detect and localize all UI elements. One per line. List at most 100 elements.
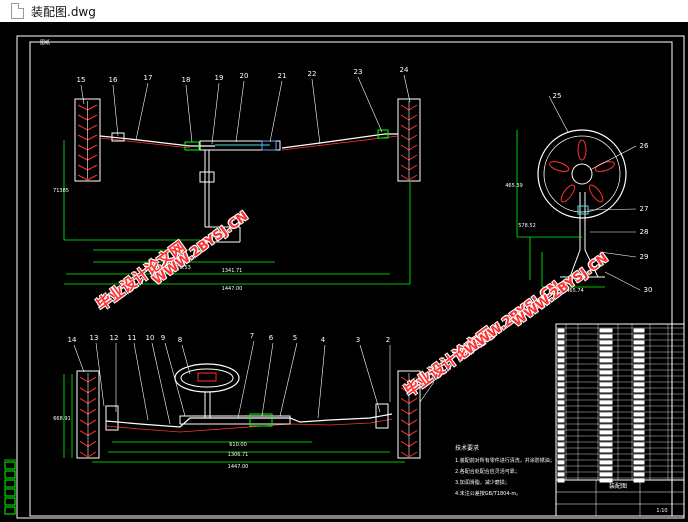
leader-line (73, 344, 85, 373)
table-cell (633, 334, 645, 339)
part-number: 30 (644, 286, 653, 294)
part-number: 8 (178, 336, 182, 344)
table-cell (599, 418, 613, 423)
leader-line (589, 145, 637, 171)
leader-line (80, 84, 85, 105)
tire-tread (408, 419, 418, 426)
table-cell (633, 412, 645, 417)
linkage-centerline (105, 418, 393, 433)
leader-line (279, 342, 298, 417)
gear-box (249, 413, 273, 427)
tire-tread (87, 144, 98, 151)
leader-line (599, 251, 637, 258)
leader-line (548, 95, 569, 133)
steering-wheel-front-inner (180, 368, 234, 388)
table-cell (557, 448, 565, 453)
leader-line (317, 344, 326, 419)
table-cell (633, 388, 645, 393)
table-cell (557, 346, 565, 351)
leader-line (185, 84, 193, 143)
table-cell (599, 460, 613, 465)
tire-tread (77, 134, 88, 141)
table-cell (557, 334, 565, 339)
tire-tread (87, 430, 97, 436)
leader-line (419, 381, 435, 403)
tech-notes-heading: 技术要求 (455, 444, 479, 452)
leader-line (95, 342, 105, 407)
table-cell (557, 418, 565, 423)
table-cell (633, 340, 645, 345)
part-number: 28 (640, 228, 649, 236)
table-cell (557, 466, 565, 471)
rack-housing (199, 140, 281, 151)
tire-tread (400, 451, 410, 458)
wheel-slot (577, 139, 587, 161)
tire-tread (87, 451, 97, 458)
table-cell (633, 358, 645, 363)
dimension-text: 808.53 (173, 265, 191, 271)
tech-notes-line: 3.加润滑脂，减少磨损； (455, 479, 510, 486)
dimension-text: 1341.71 (222, 268, 243, 274)
tire-tread (408, 104, 418, 111)
tire-tread (77, 104, 88, 111)
table-cell (557, 352, 565, 357)
tire-tread (79, 419, 89, 426)
part-number: 3 (356, 336, 360, 344)
part-number: 15 (77, 76, 86, 84)
leader-line (587, 208, 637, 211)
part-number: 1 (430, 373, 434, 381)
leader-line (235, 80, 245, 143)
table-cell (633, 364, 645, 369)
table-cell (599, 346, 613, 351)
table-cell (633, 394, 645, 399)
leader-line (261, 342, 274, 417)
part-number: 14 (68, 336, 77, 344)
tire-tread (400, 124, 410, 131)
part-number: 17 (144, 74, 153, 82)
tire-tread (87, 419, 97, 426)
tire-tread (400, 134, 410, 141)
leader-line (135, 82, 149, 141)
leader-line (311, 78, 321, 145)
table-cell (557, 460, 565, 465)
knuckle (105, 405, 119, 431)
leader-line (403, 74, 411, 103)
column-arm (569, 249, 581, 278)
table-cell (633, 376, 645, 381)
tire-tread (400, 376, 410, 383)
table-cell (599, 364, 613, 369)
legend-box (4, 488, 16, 497)
table-cell (633, 400, 645, 405)
table-cell (599, 454, 613, 459)
part-number: 16 (109, 76, 118, 84)
part-number: 11 (128, 334, 137, 342)
leader-line (357, 76, 383, 133)
part-number: 4 (321, 336, 326, 344)
tech-notes-line: 4.未注公差按GB/T1804-m。 (455, 490, 521, 497)
legend-box (4, 506, 16, 515)
tire-tread (79, 398, 89, 404)
tire-tread (400, 164, 410, 171)
leader-line (359, 344, 381, 413)
dimension-text: 668.91 (53, 416, 71, 422)
dimension-text: 578.52 (518, 223, 536, 229)
tire-tread (408, 440, 418, 447)
column-arm (584, 249, 599, 278)
table-cell (557, 358, 565, 363)
drawing-name: 装配图 (609, 482, 627, 490)
tire-tread (87, 114, 98, 121)
dimension-text: 610.00 (229, 442, 247, 448)
tire-tread (408, 164, 418, 171)
table-cell (599, 466, 613, 471)
table-cell (557, 376, 565, 381)
title-block-footer (555, 479, 685, 517)
table-cell (557, 424, 565, 429)
tire-tread (400, 408, 410, 415)
legend-box (4, 497, 16, 506)
leader-line (112, 84, 119, 137)
frame-label: 图纸 (40, 39, 50, 46)
table-cell (599, 472, 613, 477)
leader-line (269, 80, 283, 143)
